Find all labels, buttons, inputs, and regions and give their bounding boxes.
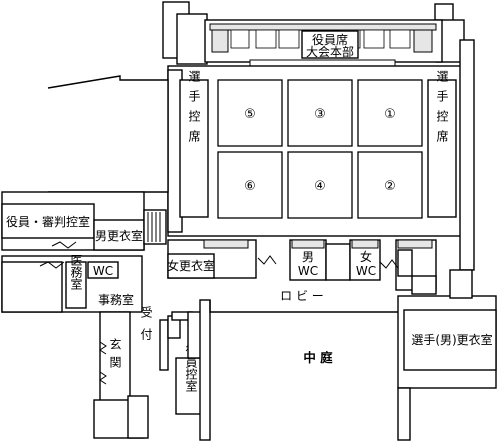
court-1-label: ①: [384, 107, 396, 122]
top-left-tower: [162, 1, 208, 65]
officials-waiting-room: 役員控室: [175, 299, 211, 441]
court-2: [357, 151, 423, 219]
officials-referee-room: 役員・審判控室 男更衣室: [1, 191, 145, 251]
entrance-label: 玄関: [108, 337, 122, 374]
court-5: [217, 79, 283, 147]
wall-break-3: [257, 255, 277, 265]
lobby-boundary: [209, 300, 398, 313]
court-1: [357, 79, 423, 147]
mens-wc-wc-label: WC: [298, 264, 318, 278]
mens-wc: 男 WC: [289, 239, 327, 281]
medical-room-label: 医務室: [69, 254, 83, 290]
left-upper-block: [47, 75, 169, 193]
court-4-label: ④: [314, 179, 326, 194]
arena-right-wall: [459, 39, 475, 271]
office-block: 医務室 WC 事務室: [1, 254, 143, 313]
wc-divider: [325, 243, 351, 281]
court-5-label: ⑤: [244, 107, 256, 122]
wall-break-5: [99, 341, 107, 355]
wall-break-4: [379, 259, 399, 269]
womens-wc-wc-label: WC: [356, 264, 376, 278]
court-4: [287, 151, 353, 219]
stairs: [143, 209, 167, 245]
officials-referee-room-label: 役員・審判控室: [6, 214, 90, 229]
womens-wc: 女 WC: [349, 239, 381, 281]
entrance-corridor: 玄関: [99, 311, 131, 409]
court-3: [287, 79, 353, 147]
womens-wc-label: 女: [360, 249, 372, 264]
wall-break-2: [51, 241, 77, 249]
players-mens-changing-room: 選手(男)更衣室: [397, 269, 497, 441]
wc-label: WC: [93, 264, 113, 278]
hq-table: [249, 59, 396, 67]
players-mens-changing-room-label: 選手(男)更衣室: [411, 332, 492, 347]
wall-break-6: [99, 371, 107, 385]
players-bench-right-label: 選手控席: [435, 70, 449, 150]
womens-changing-room: 女更衣室: [167, 239, 257, 279]
court-2-label: ②: [384, 179, 396, 194]
reception: 受付: [139, 306, 193, 371]
officials-desk: 役員席 大会本部: [301, 30, 359, 59]
right-stair-block: [395, 239, 437, 295]
entrance-porch: [93, 395, 149, 439]
mens-wc-label: 男: [302, 250, 314, 264]
office-label: 事務室: [98, 292, 134, 307]
wall-break-1: [39, 261, 65, 269]
reception-label: 受付: [139, 306, 153, 350]
lobby-label: ロ ビ ー: [280, 289, 324, 303]
mens-changing-room-label: 男更衣室: [95, 228, 143, 243]
players-bench-left: 選手控席: [179, 70, 209, 218]
players-bench-left-label: 選手控席: [187, 70, 201, 150]
court-6-label: ⑥: [244, 179, 256, 194]
womens-changing-room-label: 女更衣室: [167, 258, 215, 273]
court-6: [217, 151, 283, 219]
players-bench-right: 選手控席: [427, 70, 457, 218]
courtyard-label: 中 庭: [303, 350, 333, 365]
tournament-hq-label: 大会本部: [306, 44, 354, 59]
officials-seat-label: 役員席: [312, 32, 348, 47]
courts: ⑤ ③ ① ⑥ ④ ②: [217, 79, 423, 219]
court-3-label: ③: [314, 107, 326, 122]
